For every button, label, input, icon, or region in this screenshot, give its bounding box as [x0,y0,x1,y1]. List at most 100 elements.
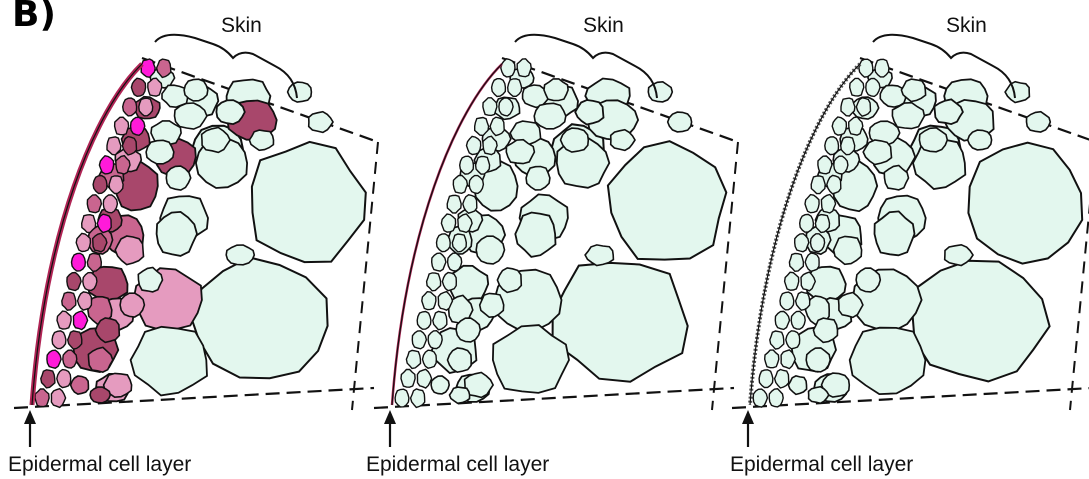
epidermal-cell [841,98,855,116]
epidermal-cell [41,370,55,388]
epidermal-cell [35,389,49,407]
arrow-icon [384,410,396,424]
skin-cell [115,236,143,265]
skin-cell [288,82,312,102]
boundary-bottom-left [14,388,374,408]
epidermal-cell [406,350,420,368]
epidermal-cell [447,195,461,213]
epidermal-cell [775,370,789,389]
epidermal-cell [460,156,474,174]
parenchyma-cell [252,142,366,262]
skin-cell [249,130,273,150]
panel-right [732,35,1089,447]
skin-cell [668,112,692,132]
epidermal-cell [442,273,456,291]
epidermal-cell [52,331,66,349]
epidermal-cell [765,350,779,368]
epidermal-cell [827,175,841,193]
epidermal-cell [422,292,436,310]
skin-cell [71,376,89,394]
epidermal-cell [57,370,71,388]
skin-cell [968,130,992,150]
skin-cell [226,245,254,265]
epidermal-cell [437,234,451,252]
epidermal-cell [57,311,71,329]
epidermal-cell [775,311,789,329]
epidermal-cell [759,370,773,388]
epidermal-cell [811,234,825,252]
epidermal-cell [73,311,87,330]
epidermal-cell [87,195,101,213]
skin-cell [431,376,449,394]
epidermal-cell [818,156,832,174]
skin-cell [515,213,555,257]
epidermal-cell [476,157,490,175]
epidermal-cell [427,273,441,291]
epidermal-cell [432,253,446,271]
epidermal-cell [501,59,515,77]
parenchyma-cell [553,263,688,382]
epidermal-cell [753,389,767,407]
epidermal-cell [467,136,481,154]
panel-middle [374,35,738,447]
epidermal-cell [87,253,101,271]
epidermal-cell [825,137,839,155]
epidermal-cell [492,79,506,97]
epidermal-cell [770,331,784,349]
epidermal-cell [805,195,819,213]
epidermal-cell [412,331,426,349]
epidermal-cell [417,312,431,330]
skin-cell [1027,112,1051,132]
parenchyma-cell [968,143,1082,264]
epidermal-cell [411,389,425,408]
skin-cell [575,100,603,125]
epidermal-cell [395,389,409,407]
skin-cell [534,103,566,129]
skin-cell [611,130,635,151]
parenchyma-cell [608,141,726,259]
skin-cell [450,387,470,403]
epidermal-cell [785,272,799,290]
epidermal-cell [93,176,107,194]
skin-cell [806,348,830,372]
epidermal-cell [139,98,153,116]
epidermal-cell [441,214,455,232]
epidermal-cell [815,215,829,233]
epidermal-cell [99,156,113,174]
epidermal-cell [97,214,111,232]
epidermal-cell [849,117,863,135]
skin-cell [184,79,208,101]
skin-cell [131,327,207,396]
epidermal-cell [123,98,137,116]
epidermal-cell [67,273,81,291]
epidermal-cell [131,78,145,96]
panel-left [14,35,378,447]
skin-cell [863,140,891,165]
epidermal-cell [483,98,497,116]
epidermal-cell [499,98,513,116]
epidermal-cell [786,331,800,349]
epidermal-cell [115,117,129,135]
skin-cell [856,268,880,292]
epidermal-cell [508,79,522,97]
skin-cell [120,293,144,317]
epidermal-cell [800,214,814,232]
epidermal-cell [47,350,61,368]
boundary-bottom-right [732,388,1089,408]
epidermal-cell [448,253,462,271]
epidermal-cell [433,311,447,329]
epidermal-cell [791,311,805,329]
epidermal-cell [875,59,889,77]
epidermal-cell [82,215,96,233]
skin-cell [476,236,504,264]
epidermal-cell [76,233,90,251]
epidermal-cell [452,234,466,252]
epidermal-cell [63,350,77,368]
epidermal-cell [796,292,810,310]
skin-cell [561,128,589,152]
epidermal-cell [517,59,531,77]
epidermal-cell [832,117,846,135]
epidermal-cell [795,234,809,252]
skin-cell [526,167,550,190]
boundary-bottom-middle [374,388,734,408]
